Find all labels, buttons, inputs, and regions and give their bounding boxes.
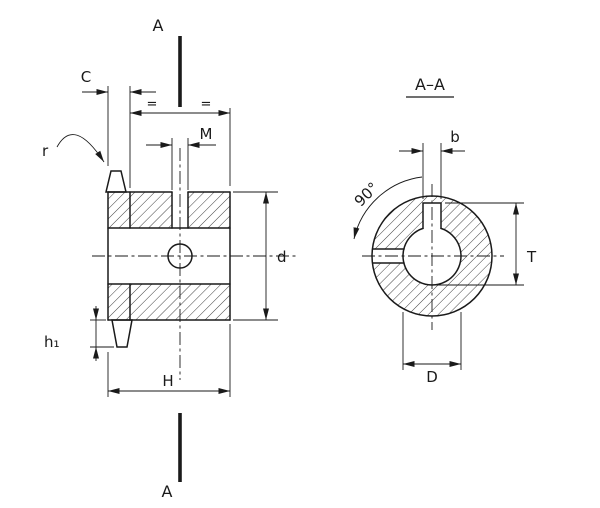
equal-mark-left: = (147, 97, 158, 112)
dim-label-b: b (450, 128, 460, 146)
hub-upper-section (108, 192, 230, 228)
dimension-d: d (233, 191, 287, 321)
tooth-bottom (111, 319, 133, 348)
dimension-h1: h₁ (44, 306, 114, 361)
dim-label-H: H (162, 372, 173, 390)
dim-label-C: C (81, 68, 91, 86)
section-label-bottom: A (162, 482, 173, 501)
side-view: A A (42, 16, 298, 501)
hub-lower-section (108, 284, 230, 320)
dimension-H: H (107, 324, 231, 397)
dimension-b: b (399, 128, 465, 199)
dim-label-h1: h₁ (44, 333, 60, 351)
dimension-M: M (146, 125, 216, 190)
section-label-top: A (153, 16, 164, 35)
dimension-C: C (81, 68, 156, 188)
angle-label-90: 90° (351, 179, 383, 211)
dim-label-M: M (200, 125, 213, 143)
hub-annulus-section (372, 196, 492, 316)
section-title: A–A (415, 75, 445, 94)
dim-label-r: r (42, 142, 49, 160)
dim-label-T: T (526, 248, 537, 266)
section-view: A–A b 90° (351, 75, 537, 386)
dimension-T: T (436, 202, 537, 286)
dim-label-d: d (277, 248, 287, 266)
dimension-D: D (402, 312, 462, 386)
tooth-top (105, 170, 127, 193)
thread-hole-slot (172, 192, 188, 228)
equal-mark-right: = (201, 97, 212, 112)
dim-label-D: D (426, 368, 438, 386)
leader-r: r (42, 134, 105, 163)
dimension-equal: = = (130, 97, 231, 186)
